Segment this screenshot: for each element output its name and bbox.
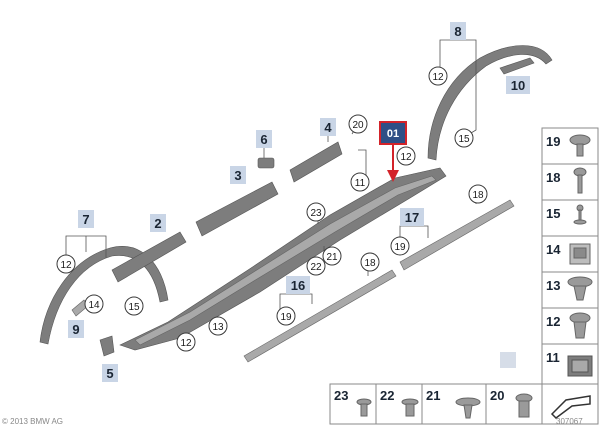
- svg-text:2: 2: [154, 216, 161, 231]
- callout-6[interactable]: 6: [256, 130, 272, 148]
- panel-label-14: 14: [546, 242, 561, 257]
- svg-text:12: 12: [400, 152, 412, 163]
- badge-15-a[interactable]: 15: [124, 296, 144, 316]
- placeholder-square: [500, 352, 516, 368]
- svg-text:11: 11: [355, 178, 366, 189]
- direction-arrow-icon: [550, 395, 591, 419]
- svg-text:12: 12: [60, 260, 72, 271]
- badge-11[interactable]: 11: [350, 172, 370, 192]
- push-rivet-icon-19: [569, 134, 591, 157]
- svg-text:18: 18: [364, 258, 376, 269]
- callout-7[interactable]: 7: [78, 210, 94, 228]
- highlight-callout-01[interactable]: 01: [379, 121, 407, 182]
- svg-text:16: 16: [291, 278, 305, 293]
- svg-text:9: 9: [72, 322, 79, 337]
- svg-text:5: 5: [106, 366, 113, 381]
- panel-label-12: 12: [546, 314, 560, 329]
- badge-12-c[interactable]: 12: [396, 146, 416, 166]
- moulding-strip-17: [399, 199, 515, 271]
- pin-icon-15: [573, 204, 587, 225]
- expanding-nut-icon-13: [567, 276, 593, 301]
- badge-18-b[interactable]: 18: [468, 184, 488, 204]
- svg-text:21: 21: [326, 252, 338, 263]
- push-rivet-icon-23: [356, 398, 372, 417]
- callout-9[interactable]: 9: [68, 320, 84, 338]
- callout-10[interactable]: 10: [506, 76, 530, 94]
- badge-15-b[interactable]: 15: [454, 128, 474, 148]
- panel-label-13: 13: [546, 278, 560, 293]
- svg-text:15: 15: [128, 302, 140, 313]
- expanding-rivet-icon-12: [569, 312, 591, 339]
- svg-text:01: 01: [387, 128, 399, 140]
- badge-14[interactable]: 14: [84, 294, 104, 314]
- clip-nut-icon-11: [567, 355, 593, 377]
- copyright-text: © 2013 BMW AG: [2, 417, 63, 426]
- callout-4[interactable]: 4: [320, 118, 336, 136]
- panel-label-20: 20: [490, 388, 504, 403]
- rear-wheel-arch-trim: [427, 45, 553, 161]
- panel-label-21: 21: [426, 388, 440, 403]
- clip-icon-14: [569, 243, 591, 265]
- panel-label-22: 22: [380, 388, 394, 403]
- callout-5[interactable]: 5: [102, 364, 118, 382]
- callout-17[interactable]: 17: [400, 208, 424, 226]
- panel-label-23: 23: [334, 388, 348, 403]
- callout-16[interactable]: 16: [286, 276, 310, 294]
- moulding-strip-16: [243, 269, 397, 363]
- svg-text:19: 19: [394, 242, 406, 253]
- svg-text:6: 6: [260, 132, 267, 147]
- badge-23[interactable]: 23: [306, 202, 326, 222]
- svg-text:19: 19: [280, 312, 292, 323]
- panel-label-19: 19: [546, 134, 560, 149]
- svg-text:12: 12: [180, 338, 192, 349]
- badge-12-b[interactable]: 12: [176, 332, 196, 352]
- callout-8[interactable]: 8: [450, 22, 466, 40]
- bracket-2: [111, 231, 187, 283]
- badge-20[interactable]: 20: [348, 114, 368, 134]
- svg-text:10: 10: [511, 78, 525, 93]
- trim-piece-10: [499, 57, 535, 75]
- badge-12-a[interactable]: 12: [56, 254, 76, 274]
- badge-13[interactable]: 13: [208, 316, 228, 336]
- clip-5: [99, 335, 115, 357]
- bracket-4: [289, 141, 343, 183]
- svg-text:20: 20: [352, 120, 364, 131]
- panel-label-15: 15: [546, 206, 560, 221]
- svg-text:23: 23: [310, 208, 322, 219]
- push-rivet-icon-21: [455, 397, 481, 419]
- svg-text:4: 4: [324, 120, 332, 135]
- clip-6: [257, 157, 275, 169]
- screw-icon-18: [573, 167, 587, 194]
- fastener-panel-right: 19 18 15 14 13 12 11: [541, 127, 599, 385]
- svg-text:14: 14: [88, 300, 100, 311]
- front-wheel-arch-trim: [39, 246, 169, 345]
- badge-19-b[interactable]: 19: [390, 236, 410, 256]
- callout-2[interactable]: 2: [150, 214, 166, 232]
- badge-19-a[interactable]: 19: [276, 306, 296, 326]
- svg-text:15: 15: [458, 134, 470, 145]
- badge-12-d[interactable]: 12: [428, 66, 448, 86]
- push-rivet-icon-20: [515, 393, 533, 418]
- svg-text:8: 8: [454, 24, 461, 39]
- fastener-panel-bottom: 23 22 21 20: [329, 383, 599, 425]
- bracket-3: [195, 181, 279, 237]
- panel-label-11: 11: [546, 350, 560, 365]
- badge-21[interactable]: 21: [322, 246, 342, 266]
- diagram-id-text: 307067: [556, 417, 583, 426]
- svg-text:7: 7: [82, 212, 89, 227]
- svg-text:12: 12: [432, 72, 444, 83]
- panel-label-18: 18: [546, 170, 560, 185]
- push-rivet-icon-22: [401, 398, 419, 417]
- badge-22[interactable]: 22: [306, 256, 326, 276]
- svg-text:3: 3: [234, 168, 241, 183]
- svg-text:17: 17: [405, 210, 419, 225]
- svg-text:18: 18: [472, 190, 484, 201]
- callout-3[interactable]: 3: [230, 166, 246, 184]
- svg-text:22: 22: [310, 262, 322, 273]
- badge-18-a[interactable]: 18: [360, 252, 380, 272]
- svg-text:13: 13: [212, 322, 224, 333]
